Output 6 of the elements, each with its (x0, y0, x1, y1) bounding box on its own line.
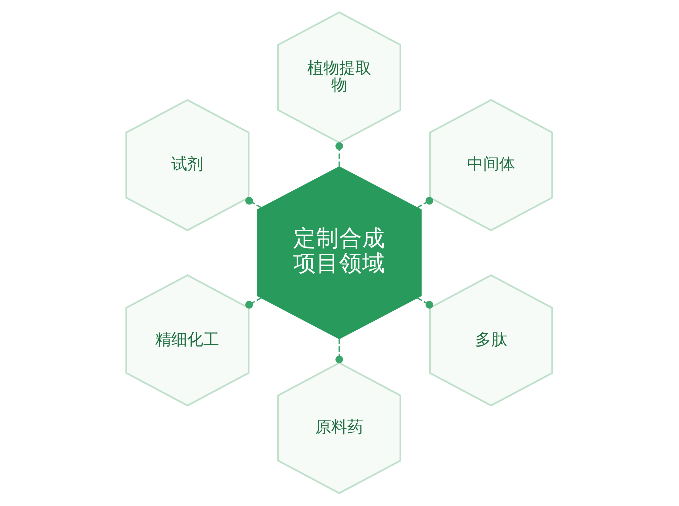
connector (416, 197, 434, 209)
connector (416, 297, 434, 309)
connector (336, 338, 344, 364)
connector (246, 197, 262, 209)
connector (246, 297, 262, 309)
connector (336, 142, 344, 168)
